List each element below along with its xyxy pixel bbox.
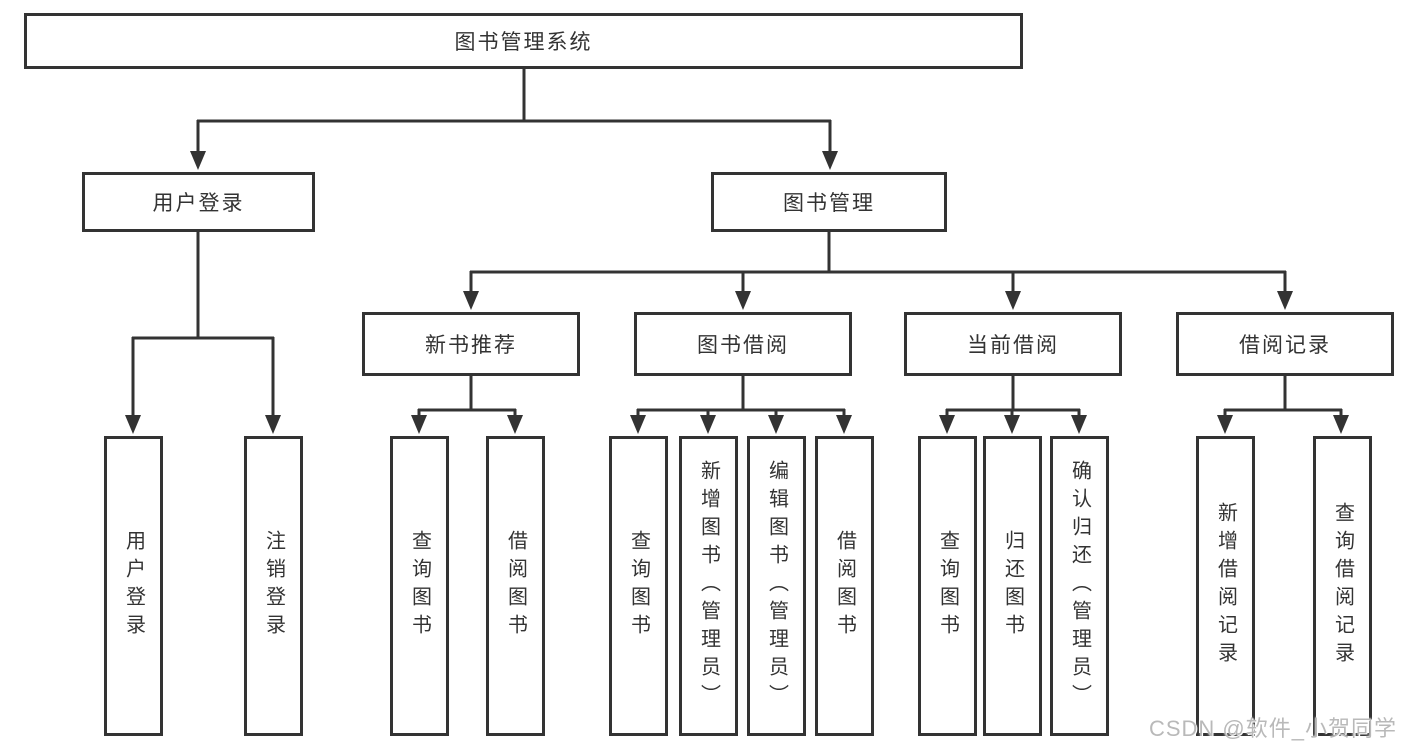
leaf-label: 确认归还（管理员）	[1068, 460, 1091, 712]
node-label: 借阅记录	[1239, 334, 1331, 357]
leaf-query-books-2: 查询图书	[609, 436, 668, 736]
leaf-label: 借阅图书	[504, 530, 527, 642]
node-current-borrowing: 当前借阅	[904, 312, 1122, 376]
leaf-user-login: 用户登录	[104, 436, 163, 736]
leaf-query-books-3: 查询图书	[918, 436, 977, 736]
node-label: 用户登录	[152, 192, 245, 215]
leaf-label: 编辑图书（管理员）	[765, 460, 788, 712]
node-label: 当前借阅	[967, 334, 1059, 357]
leaf-return-books: 归还图书	[983, 436, 1042, 736]
leaf-query-borrow-record: 查询借阅记录	[1313, 436, 1372, 736]
node-book-borrowing: 图书借阅	[634, 312, 852, 376]
node-user-login-branch: 用户登录	[82, 172, 315, 232]
node-borrowing-records: 借阅记录	[1176, 312, 1394, 376]
leaf-label: 查询图书	[936, 530, 959, 642]
leaf-query-books-1: 查询图书	[390, 436, 449, 736]
node-label: 图书管理系统	[454, 31, 593, 54]
node-label: 图书管理	[783, 192, 875, 215]
leaf-label: 查询借阅记录	[1331, 502, 1354, 670]
node-label: 图书借阅	[697, 334, 789, 357]
node-label: 新书推荐	[425, 334, 517, 357]
leaf-label: 新增借阅记录	[1214, 502, 1237, 670]
leaf-label: 用户登录	[122, 530, 145, 642]
leaf-logout: 注销登录	[244, 436, 303, 736]
leaf-confirm-return-admin: 确认归还（管理员）	[1050, 436, 1109, 736]
leaf-borrow-books-1: 借阅图书	[486, 436, 545, 736]
leaf-label: 新增图书（管理员）	[697, 460, 720, 712]
csdn-watermark: CSDN @软件_小贺同学	[1148, 716, 1397, 741]
leaf-label: 注销登录	[262, 530, 285, 642]
leaf-label: 归还图书	[1001, 530, 1024, 642]
leaf-label: 查询图书	[627, 530, 650, 642]
leaf-borrow-books-2: 借阅图书	[815, 436, 874, 736]
node-new-book-recommendation: 新书推荐	[362, 312, 580, 376]
leaf-edit-books-admin: 编辑图书（管理员）	[747, 436, 806, 736]
leaf-add-books-admin: 新增图书（管理员）	[679, 436, 738, 736]
leaf-label: 查询图书	[408, 530, 431, 642]
leaf-label: 借阅图书	[833, 530, 856, 642]
node-library-management-system: 图书管理系统	[24, 13, 1023, 69]
leaf-add-borrow-record: 新增借阅记录	[1196, 436, 1255, 736]
node-book-management: 图书管理	[711, 172, 947, 232]
